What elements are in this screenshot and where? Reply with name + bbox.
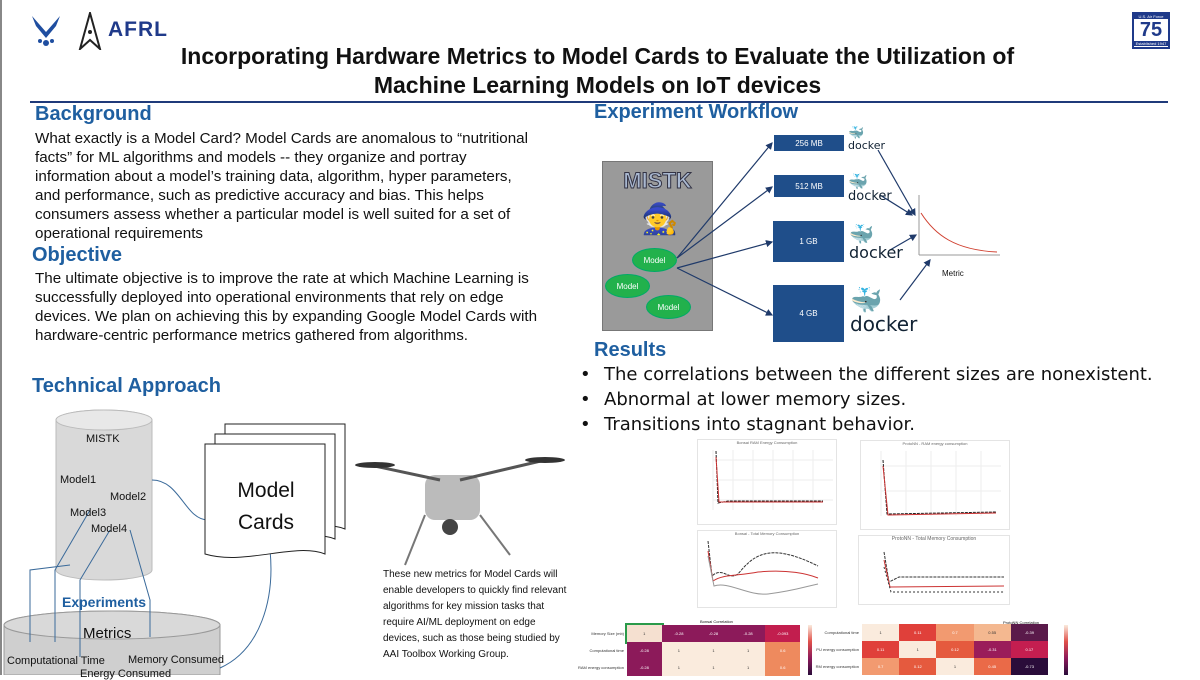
chart-protonn-total-memory: ProtoNN - Total Memory Consumption [858, 535, 1010, 605]
model4-label: Model4 [91, 523, 128, 535]
result-bullet: The correlations between the different s… [580, 362, 1153, 387]
results-heading: Results [594, 339, 667, 361]
workflow-arrows [676, 142, 1000, 316]
result-bullet: Abnormal at lower memory sizes. [580, 387, 1153, 412]
model3-label: Model3 [70, 507, 107, 519]
metrics-label: Metrics [83, 625, 132, 642]
model-cards-label: Model Cards [237, 479, 295, 534]
air-force-logo-icon [32, 16, 60, 46]
wizard-icon: 🧙 [641, 203, 679, 236]
background-text: What exactly is a Model Card? Model Card… [35, 130, 528, 242]
chart-bonsai-ram: Bonsai RAM Energy Consumption [697, 439, 837, 525]
afrl-logo-text: AFRL [108, 18, 168, 41]
docker-logo-icon: 🐳docker [848, 126, 886, 152]
mistk-panel: MISTK 🧙 [602, 161, 713, 331]
metric-memory-consumed: Memory Consumed [128, 654, 224, 666]
docker-logo-icon: 🐳docker [848, 172, 892, 205]
space-force-delta-icon [78, 12, 102, 50]
objective-heading: Objective [32, 244, 123, 266]
technical-caption: These new metrics for Model Cards will e… [383, 569, 567, 660]
background-heading: Background [35, 103, 152, 125]
technical-approach-heading: Technical Approach [32, 375, 221, 397]
heatmap-title: Bonsai Correlation [700, 619, 733, 624]
poster-title: Incorporating Hardware Metrics to Model … [180, 43, 1015, 98]
metric-energy-consumed: Energy Consumed [80, 668, 172, 680]
workflow-heading: Experiment Workflow [594, 101, 799, 123]
technical-diagram [3, 409, 565, 675]
memory-box-1gb: 1 GB [773, 221, 844, 262]
header-rule [30, 101, 1168, 103]
workflow-model-2: Model [605, 274, 650, 298]
mistk-db-label: MISTK [86, 433, 120, 445]
colorbar [808, 625, 812, 675]
model1-label: Model1 [60, 474, 97, 486]
workflow-model-1: Model [632, 248, 677, 272]
left-border [0, 0, 2, 675]
colorbar [1064, 625, 1068, 675]
docker-logo-icon: 🐳docker [849, 222, 903, 262]
heatmap-title: ProtoNN Correlation [1003, 620, 1040, 625]
chart-bonsai-total-memory: Bonsai - Total Memory Consumption [697, 530, 837, 608]
model2-label: Model2 [110, 491, 147, 503]
docker-logo-icon: 🐳docker [850, 286, 918, 336]
memory-box-4gb: 4 GB [773, 285, 844, 342]
workflow-model-3: Model [646, 295, 691, 319]
metric-computational-time: Computational Time [7, 655, 105, 667]
usaf-75-badge: U.S. Air Force 75 Established 1947 [1132, 12, 1170, 49]
chart-protonn-ram: ProtoNN - RAM energy consumption [860, 440, 1010, 530]
metric-axis-label: Metric [942, 269, 964, 278]
result-bullet: Transitions into stagnant behavior. [580, 412, 1153, 437]
memory-box-512mb: 512 MB [774, 175, 844, 197]
objective-text: The ultimate objective is to improve the… [35, 270, 538, 344]
experiments-label: Experiments [62, 594, 147, 610]
memory-box-256mb: 256 MB [774, 135, 844, 151]
results-bullets: The correlations between the different s… [580, 362, 1153, 437]
